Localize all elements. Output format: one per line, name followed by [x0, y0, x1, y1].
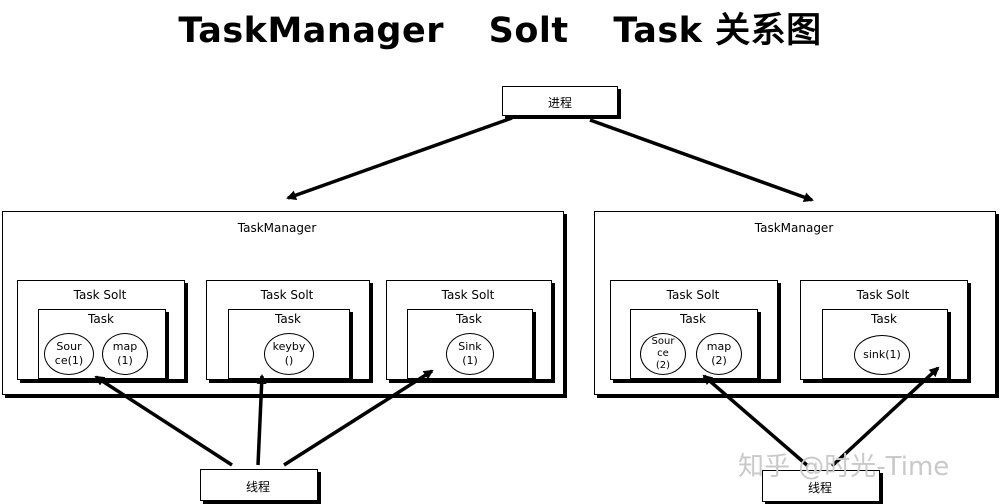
node-source-2: Sour ce (2): [640, 333, 686, 375]
title-part-taskmanager: TaskManager: [178, 11, 444, 51]
diagram-title: TaskManager Solt Task 关系图: [0, 2, 1000, 53]
task-label: Task: [871, 312, 897, 326]
arrow-process-to-left: [286, 116, 513, 201]
task-slot-label: Task Solt: [441, 288, 495, 302]
arrow-thread-to-sink-1: [283, 369, 434, 467]
title-part-task: Task 关系图: [613, 11, 822, 51]
title-part-solt: Solt: [488, 11, 569, 51]
thread-box-right: 线程: [762, 470, 880, 502]
task-label: Task: [680, 312, 706, 326]
node-sink-right: sink(1): [854, 335, 910, 375]
arrow-process-to-right: [589, 118, 814, 202]
task-slot-label: Task Solt: [260, 288, 314, 302]
process-box: 进程: [502, 86, 618, 116]
task-slot-label: Task Solt: [856, 288, 910, 302]
node-map-1: map (1): [102, 333, 148, 375]
node-keyby: keyby (): [264, 333, 314, 375]
thread-label-right: 线程: [807, 481, 832, 495]
node-source-1: Sour ce(1): [44, 333, 94, 375]
arrow-thread-to-source-1: [94, 375, 233, 467]
task-slot-label: Task Solt: [666, 288, 720, 302]
node-sink-1: Sink (1): [446, 333, 494, 375]
watermark-text: 知乎 @时光-Time: [738, 452, 950, 482]
arrow-thread-to-keyby: [256, 374, 267, 466]
task-label: Task: [456, 312, 482, 326]
node-map-2: map (2): [696, 333, 742, 375]
thread-box-left: 线程: [200, 469, 318, 501]
taskmanager-right-label: TaskManager: [754, 221, 834, 235]
thread-label-left: 线程: [245, 480, 270, 494]
task-slot-label: Task Solt: [73, 288, 127, 302]
taskmanager-left-label: TaskManager: [237, 221, 317, 235]
task-label: Task: [88, 312, 114, 326]
task-label: Task: [275, 312, 301, 326]
arrow-thread-to-source-2: [702, 374, 810, 468]
process-label: 进程: [547, 96, 572, 110]
arrow-thread-to-sink-right: [830, 366, 940, 468]
